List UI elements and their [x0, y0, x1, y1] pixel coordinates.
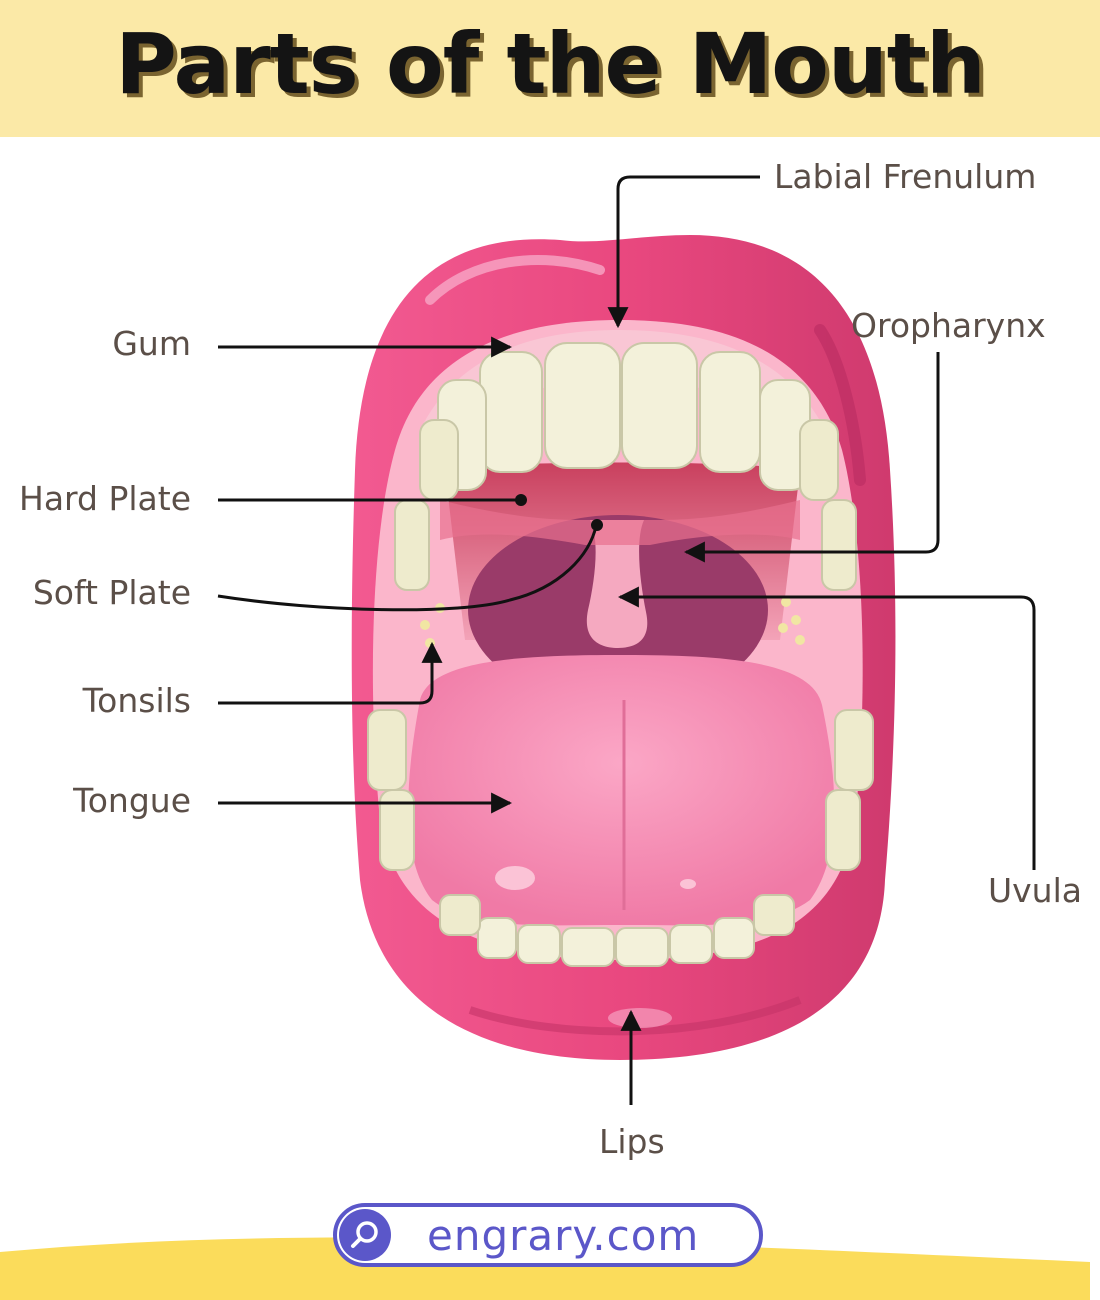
label-uvula: Uvula: [988, 871, 1082, 910]
label-gum: Gum: [112, 324, 191, 363]
label-lips: Lips: [599, 1122, 665, 1161]
label-soft-plate: Soft Plate: [32, 573, 191, 612]
lower-teeth: [367, 709, 874, 967]
dot-soft-plate: [591, 519, 603, 531]
search-icon: [351, 1221, 378, 1248]
label-tonsils: Tonsils: [82, 681, 191, 720]
search-icon-badge: [339, 1209, 391, 1261]
label-tongue: Tongue: [73, 781, 191, 820]
leader-oropharynx: [683, 352, 940, 563]
tongue-shape: [408, 655, 835, 926]
dot-hard-plate: [515, 494, 527, 506]
leader-lines: [217, 175, 1036, 1105]
leader-tonsils: [218, 641, 443, 705]
leader-soft-plate: [217, 525, 598, 612]
site-url[interactable]: engrary.com: [427, 1211, 700, 1260]
label-labial-frenulum: Labial Frenulum: [774, 157, 1037, 196]
label-oropharynx: Oropharynx: [851, 306, 1046, 345]
page-title: Parts of the Mouth: [115, 15, 986, 113]
leader-labial-frenulum: [607, 175, 760, 329]
site-badge[interactable]: engrary.com: [333, 1203, 763, 1267]
label-hard-plate: Hard Plate: [19, 479, 191, 518]
header-band: [0, 0, 1100, 137]
upper-teeth: [394, 330, 857, 591]
leader-uvula: [617, 586, 1036, 870]
